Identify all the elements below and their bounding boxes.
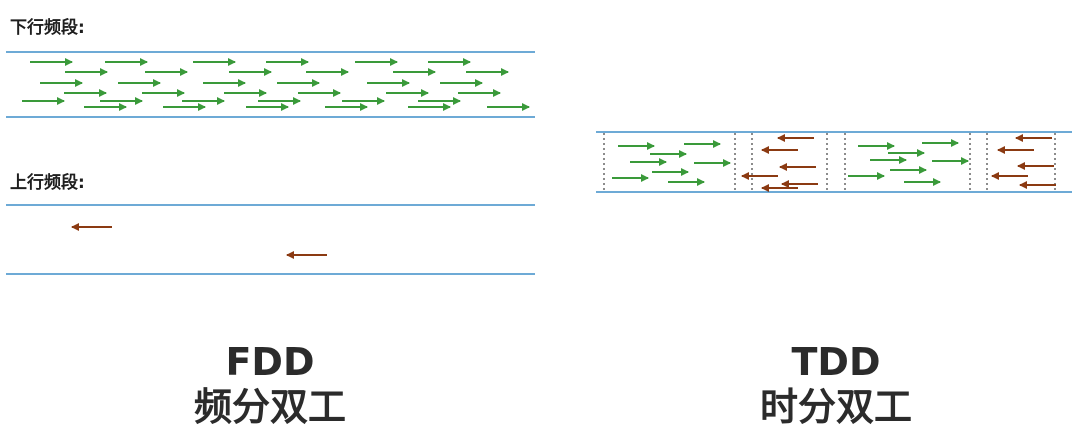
- fdd-uplink-band: [6, 204, 535, 275]
- tdd-band: [596, 131, 1072, 193]
- fdd-title-abbr: FDD: [225, 340, 315, 384]
- tdd-title-abbr: TDD: [791, 340, 881, 384]
- tdd-arrows: [612, 134, 1056, 192]
- fdd-title: FDD 频分双工: [170, 340, 370, 430]
- tdd-title: TDD 时分双工: [736, 340, 936, 430]
- uplink-arrows: [71, 223, 327, 259]
- downlink-band-label: 下行频段:: [10, 18, 85, 38]
- downlink-arrows: [22, 58, 530, 111]
- uplink-band-label: 上行频段:: [10, 173, 85, 193]
- fdd-title-cn: 频分双工: [193, 384, 346, 429]
- tdd-title-cn: 时分双工: [759, 384, 912, 429]
- fdd-downlink-band: [6, 51, 535, 118]
